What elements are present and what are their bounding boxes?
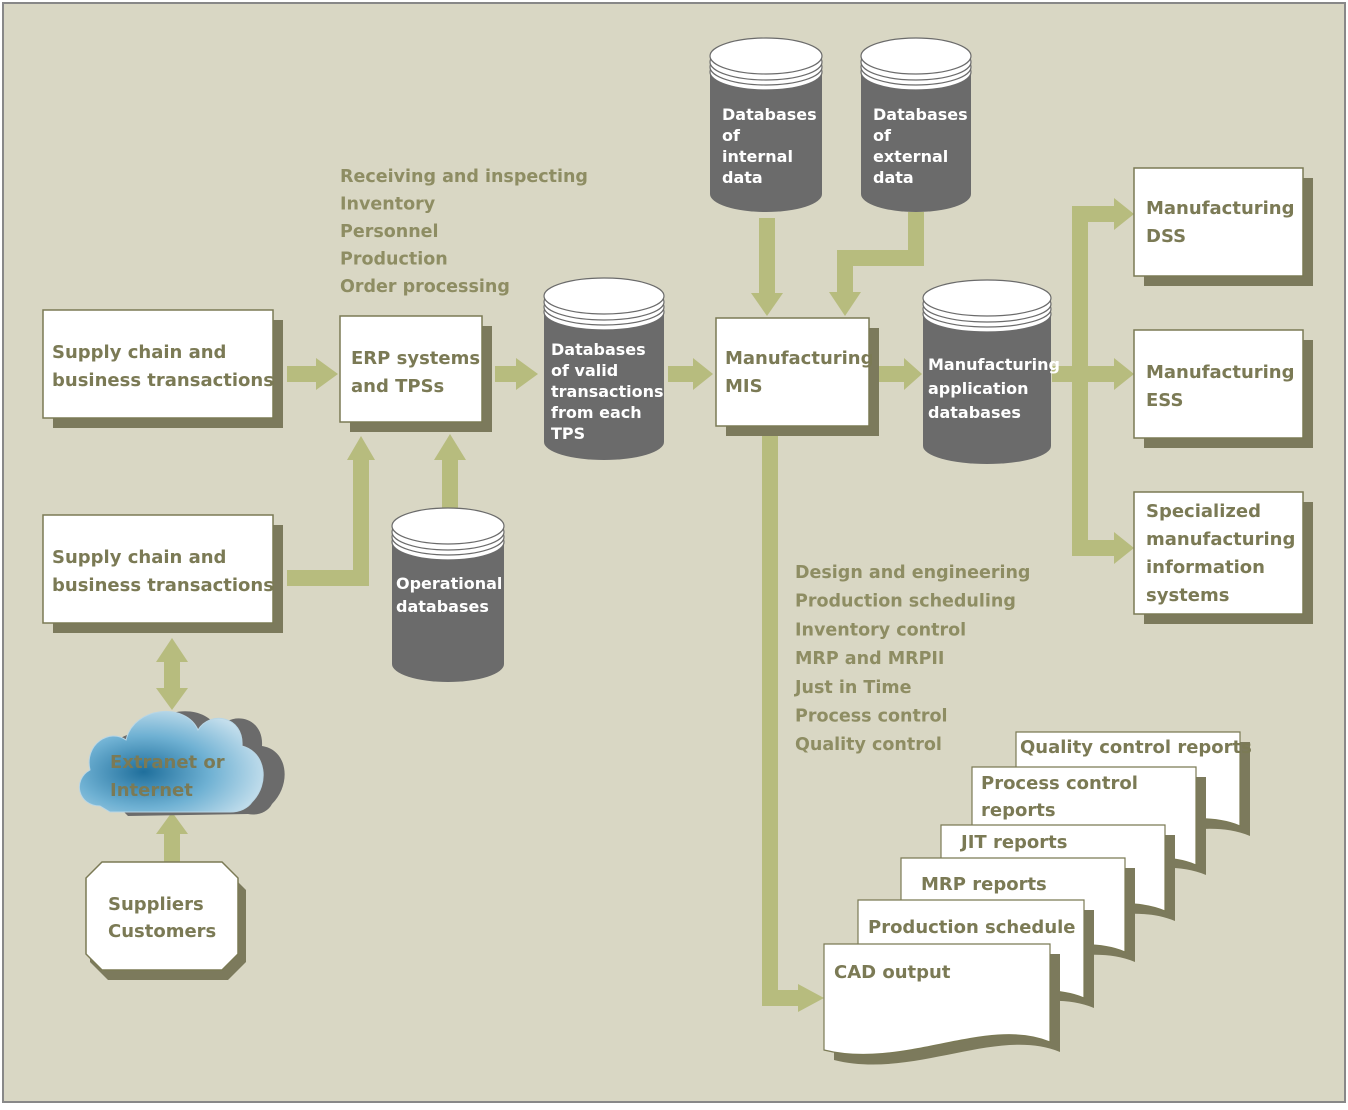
extranet-label: Extranet or Internet: [110, 752, 231, 801]
report-label: MRP reports: [921, 874, 1047, 895]
report-label: Production schedule: [868, 917, 1076, 938]
report-label: CAD output: [834, 962, 951, 983]
suppliers-customers-label: Suppliers Customers: [108, 894, 216, 942]
arrow-mis-to-appdb: [879, 358, 922, 390]
arrow-erp-to-db: [495, 358, 538, 390]
arrow-external-to-mis: [829, 212, 924, 316]
extranet-cloud: Extranet or Internet: [79, 710, 285, 816]
suppliers-customers-node: Suppliers Customers: [85, 861, 246, 980]
arrow-internal-to-mis: [751, 218, 783, 316]
arrow-suppliers-to-extranet: [156, 812, 188, 862]
arrow-mis-to-reports: [762, 432, 824, 1012]
report-label: Quality control reports: [1020, 737, 1252, 758]
report-label: JIT reports: [959, 832, 1067, 853]
report-page: CAD output: [823, 943, 1060, 1065]
arrow-appdb-to-outputs: [1052, 198, 1134, 564]
arrow-supply2-to-erp: [287, 436, 375, 586]
arrow-db-to-mis: [668, 358, 713, 390]
arrow-supply2-extranet: [156, 638, 188, 710]
arrow-supply-to-erp: [287, 358, 338, 390]
